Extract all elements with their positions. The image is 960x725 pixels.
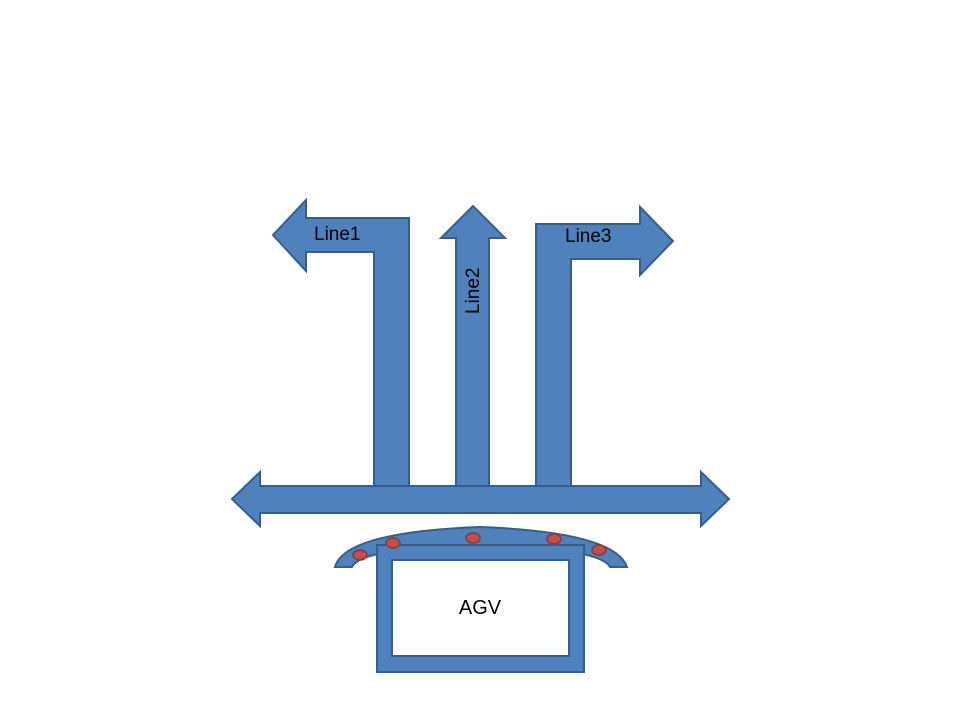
line2-label: Line2 (463, 268, 484, 315)
line1-label: Line1 (314, 224, 361, 245)
sensor-dot (385, 537, 401, 549)
agv-label: AGV (459, 597, 502, 619)
line3-label: Line3 (565, 226, 612, 247)
agv-window (391, 559, 570, 657)
line2-arrow (438, 204, 508, 488)
sensor-dot (465, 532, 481, 544)
sensor-dot (352, 549, 368, 561)
line1-arrow (271, 197, 410, 488)
sensor-dot (591, 544, 607, 556)
main-track-arrow (230, 469, 731, 529)
line3-arrow (535, 204, 675, 488)
sensor-dot (546, 533, 562, 545)
